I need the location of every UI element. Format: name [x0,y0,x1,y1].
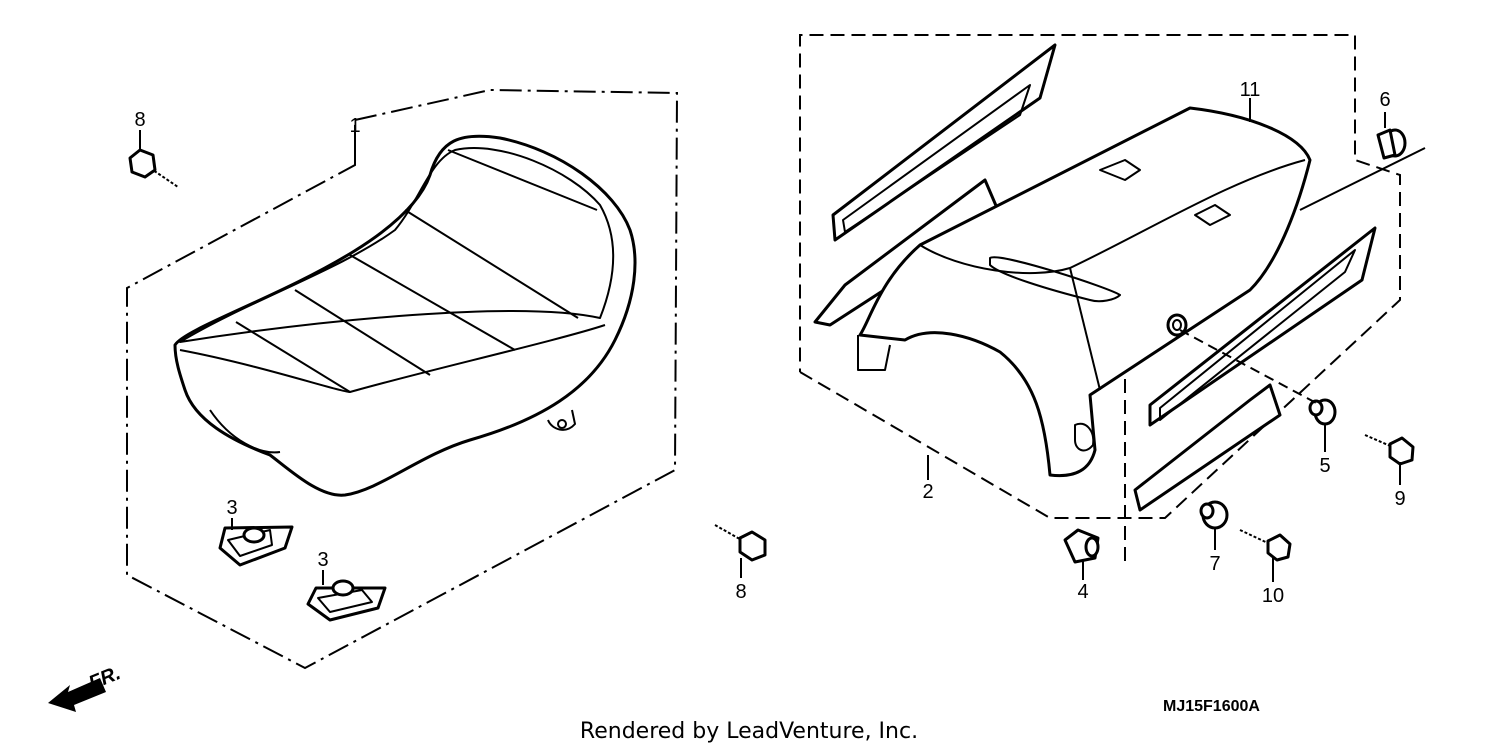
front-label: FR. [86,662,124,694]
callout-5: 5 [1319,455,1330,477]
tail-cowl[interactable] [857,106,1312,478]
washer-7[interactable] [1199,500,1229,530]
cowl-group-boundary-2 [799,34,1401,519]
seat-group-boundary [126,88,679,670]
callout-8-lower: 8 [735,581,746,603]
seat[interactable] [173,134,637,497]
callout-3-lower: 3 [317,549,328,571]
diagram-code: MJ15F1600A [1163,698,1260,715]
leader-cowl [1299,147,1426,211]
bolt-8-upper[interactable] [128,148,179,188]
credit-text: Rendered by LeadVenture, Inc. [580,719,918,744]
washer-5[interactable] [1308,398,1337,426]
callout-10: 10 [1262,585,1284,607]
front-arrow-icon: FR. [48,662,124,712]
callout-4: 4 [1077,581,1088,603]
callout-8-upper: 8 [134,109,145,131]
callout-9: 9 [1394,488,1405,510]
stripe-left [813,43,1057,327]
callout-1: 1 [349,115,360,137]
callout-2: 2 [922,481,933,503]
callout-7: 7 [1209,553,1220,575]
leader-5 [1179,329,1321,406]
callout-6: 6 [1379,89,1390,111]
bolt-10[interactable] [1239,529,1292,562]
bolt-8-lower[interactable] [714,524,767,562]
seat-cushion-1[interactable] [218,525,294,567]
callout-3-upper: 3 [226,497,237,519]
bolt-9[interactable] [1364,434,1415,466]
nut-6[interactable] [1376,128,1407,160]
seat-cushion-2[interactable] [306,579,387,622]
grommet-4[interactable] [1063,528,1100,564]
callout-11: 11 [1240,79,1261,101]
stripe-right [1133,226,1377,512]
